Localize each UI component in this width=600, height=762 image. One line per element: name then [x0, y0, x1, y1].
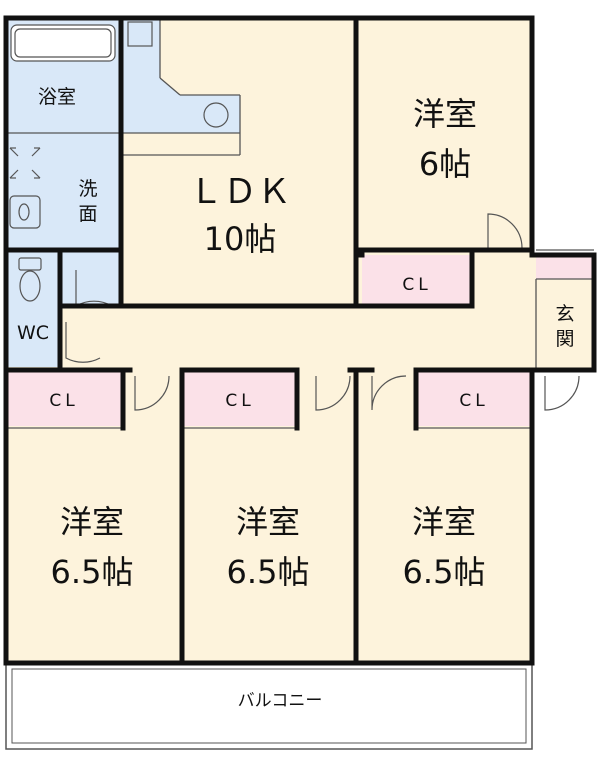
closet-2	[182, 370, 297, 426]
fixtures	[9, 21, 229, 302]
bath-label: 浴室	[38, 86, 76, 108]
shoe-closet	[536, 255, 594, 279]
washroom-label-line2: 面	[78, 203, 97, 225]
walls	[3, 15, 597, 666]
closet-1	[6, 370, 123, 426]
closet-3-label: CL	[459, 391, 488, 411]
wc-area	[6, 250, 60, 367]
closet-ne	[362, 255, 472, 307]
western-2-size: 6.5帖	[227, 553, 310, 591]
washroom-area	[6, 133, 121, 250]
western-3-label: 洋室	[412, 503, 476, 541]
western-3-size: 6.5帖	[403, 553, 486, 591]
western-ne-label: 洋室	[413, 95, 477, 133]
floor-fills	[6, 18, 595, 663]
closet-1-label: CL	[49, 391, 78, 411]
closet-ne-label: CL	[402, 275, 431, 295]
western-ne-size: 6帖	[419, 145, 471, 183]
balcony-label: バルコニー	[238, 691, 323, 711]
washer-icon	[9, 147, 41, 179]
closet-3	[416, 370, 530, 426]
western-1-label: 洋室	[60, 503, 124, 541]
closet-2-label: CL	[225, 391, 254, 411]
bathtub	[10, 24, 116, 62]
doors	[65, 213, 580, 411]
ldk-size: 10帖	[204, 220, 277, 258]
toilet-icon	[18, 257, 42, 302]
wc-label: WC	[17, 322, 49, 344]
sink-icon	[203, 102, 229, 128]
washbasin	[9, 195, 41, 229]
entrance-label-line1: 玄	[555, 303, 574, 325]
fridge-space	[127, 21, 153, 47]
western-2-label: 洋室	[236, 503, 300, 541]
washroom-label-line1: 洗	[78, 178, 97, 200]
entrance-label-line2: 関	[555, 328, 574, 350]
western-1-size: 6.5帖	[51, 553, 134, 591]
ldk-label: ＬＤＫ	[189, 172, 291, 212]
